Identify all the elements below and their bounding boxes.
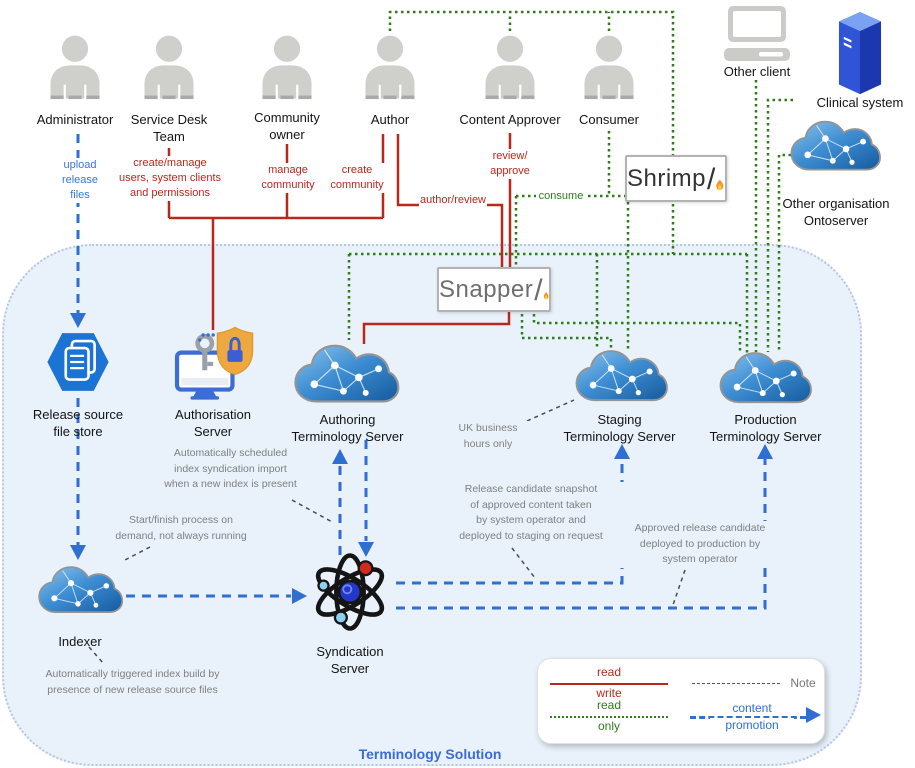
ontoserver-cloud-icon [787, 115, 883, 177]
release-store-label: Release source file store [32, 407, 124, 439]
clinical-system-icon [829, 8, 891, 96]
create-manage-users-label: create/manage users, system clients and … [104, 156, 236, 201]
service-desk-label: Service Desk Team [130, 112, 208, 144]
community-owner-person-icon [259, 33, 315, 103]
legend-box: read write read only Note content promot… [537, 658, 825, 744]
authoring-server-label: Authoring Terminology Server [291, 412, 404, 444]
authorisation-server-icon [172, 322, 256, 400]
note-syndication-import: Automatically scheduled index syndicatio… [143, 446, 318, 493]
production-server-label: Production Terminology Server [709, 412, 822, 444]
shrimp-app-box: Shrimp/ [625, 155, 727, 202]
author-review-label: author/review [419, 193, 487, 208]
staging-server-label: Staging Terminology Server [563, 412, 676, 444]
other-organisation-label: Other organisation Ontoserver [782, 196, 890, 228]
consumer-label: Consumer [579, 112, 639, 127]
content-approver-person-icon [482, 33, 538, 103]
legend-read2-label: read [596, 698, 622, 712]
legend-read-write-line [550, 683, 668, 685]
service-desk-person-icon [141, 33, 197, 103]
shrimp-slash: / [707, 162, 716, 196]
shrimp-label: Shrimp [627, 164, 707, 192]
indexer-label: Indexer [58, 634, 102, 649]
syndication-server-icon [308, 550, 392, 634]
author-person-icon [362, 33, 418, 103]
note-uk-hours: UK business hours only [447, 421, 529, 452]
legend-note-line [692, 683, 780, 684]
authorisation-server-label: Authorisation Server [175, 407, 251, 439]
note-approved-release: Approved release candidate deployed to p… [608, 521, 792, 568]
snapper-app-box: Snapper/ [437, 267, 551, 312]
flame-icon [543, 286, 549, 305]
legend-promotion-line [690, 716, 806, 719]
other-client-label: Other client [723, 64, 791, 79]
consume-label: consume [536, 189, 586, 204]
author-label: Author [370, 112, 410, 127]
note-index-build: Automatically triggered index build by p… [15, 667, 250, 698]
legend-read-label: read [596, 665, 622, 679]
administrator-label: Administrator [36, 112, 114, 127]
administrator-person-icon [47, 33, 103, 103]
indexer-cloud-icon [35, 560, 125, 620]
legend-read-only-line [550, 716, 668, 718]
release-store-icon [43, 327, 113, 397]
legend-promotion-label: promotion [710, 718, 794, 732]
note-release-candidate: Release candidate snapshot of approved c… [435, 482, 627, 544]
legend-content-label: content [710, 701, 794, 715]
authoring-server-cloud-icon [290, 338, 402, 410]
create-community-label: create community [325, 163, 389, 193]
snapper-label: Snapper [439, 275, 534, 303]
flame-icon [715, 175, 725, 194]
production-server-cloud-icon [716, 346, 814, 410]
clinical-system-label: Clinical system [816, 95, 904, 110]
upload-release-files-label: upload release files [50, 158, 110, 203]
manage-community-label: manage community [256, 163, 320, 193]
legend-write-label: write [596, 686, 622, 700]
staging-server-cloud-icon [572, 344, 670, 408]
legend-note-label: Note [790, 676, 816, 690]
other-client-icon [721, 4, 793, 66]
legend-promotion-arrow-icon [806, 707, 821, 723]
snapper-slash: / [534, 273, 543, 307]
consumer-person-icon [581, 33, 637, 103]
review-approve-label: review/ approve [482, 149, 538, 179]
diagram-title: Terminology Solution [358, 746, 502, 762]
community-owner-label: Community owner [254, 110, 320, 142]
syndication-server-label: Syndication Server [316, 644, 384, 676]
content-approver-label: Content Approver [459, 112, 561, 127]
legend-only-label: only [597, 719, 620, 733]
note-start-finish: Start/finish process on demand, not alwa… [95, 513, 267, 544]
